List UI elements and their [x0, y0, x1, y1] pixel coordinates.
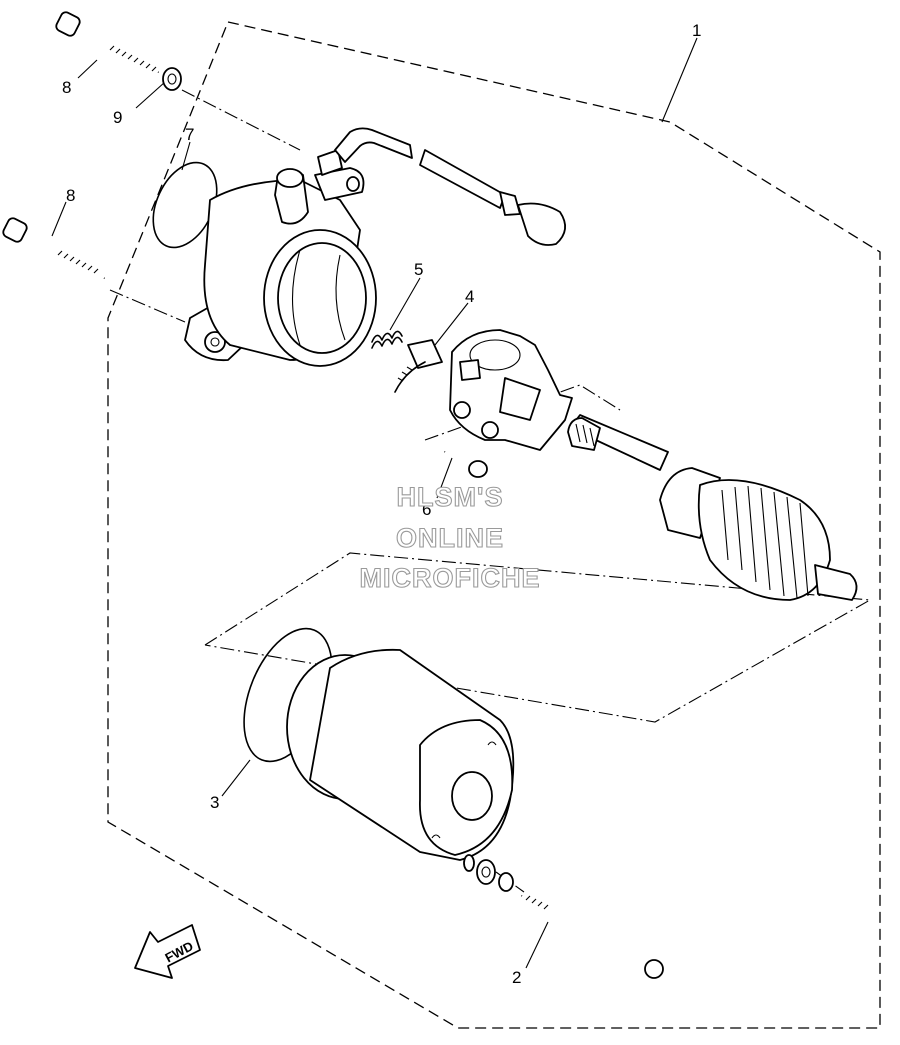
yoke-motor-body [286, 648, 515, 861]
callout-7: 7 [185, 125, 194, 144]
spring-part-5 [371, 330, 403, 349]
leader-lines [51, 37, 698, 969]
fwd-arrow-icon: FWD [134, 924, 201, 979]
watermark-line-2: ONLINE [396, 523, 504, 553]
bolt-lower-part-8 [2, 217, 105, 280]
bolt-upper-part-8 [55, 11, 159, 74]
washer-stack [463, 854, 514, 892]
brush-part-4 [394, 339, 443, 393]
watermark-line-1: HLSM'S [397, 482, 504, 512]
callout-9: 9 [113, 108, 122, 127]
front-cover-housing [184, 149, 377, 367]
callout-2: 2 [512, 968, 521, 987]
screw-part-6 [444, 450, 488, 478]
washer-part-9 [162, 67, 182, 91]
callout-5: 5 [414, 260, 423, 279]
brush-holder-plate [449, 329, 573, 451]
assembly-boundary-outline [107, 21, 881, 1029]
callout-8-upper: 8 [62, 78, 71, 97]
callout-4: 4 [465, 287, 474, 306]
breather-hose [334, 127, 566, 246]
watermark-line-3: MICROFICHE [360, 563, 541, 593]
callout-labels: 1 8 9 7 8 5 4 6 3 2 [62, 21, 701, 987]
armature-shaft [567, 414, 858, 601]
watermark: HLSM'S ONLINE MICROFICHE [359, 481, 541, 593]
through-bolt-part-2 [521, 894, 664, 979]
callout-6: 6 [422, 500, 431, 519]
callout-8-lower: 8 [66, 186, 75, 205]
callout-1: 1 [692, 21, 701, 40]
callout-3: 3 [210, 793, 219, 812]
